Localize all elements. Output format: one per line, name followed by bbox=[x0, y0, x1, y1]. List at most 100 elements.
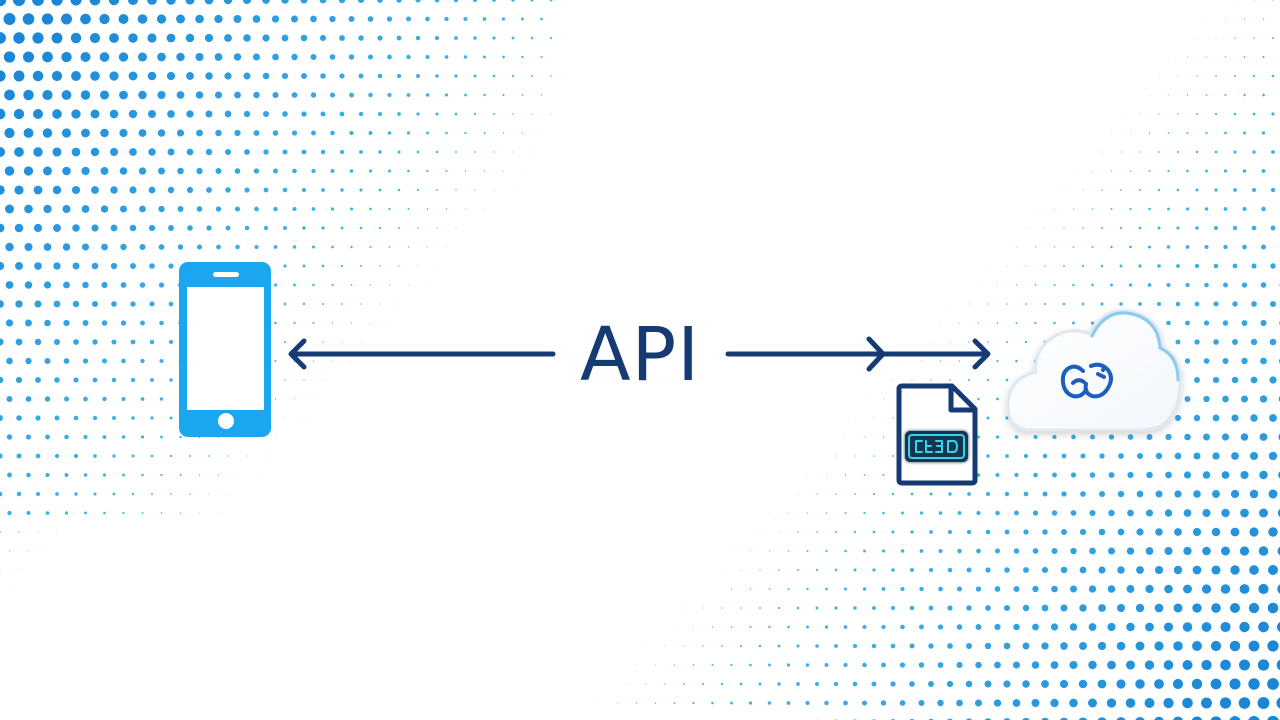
halftone-dot bbox=[1136, 452, 1144, 460]
halftone-dot bbox=[233, 15, 242, 23]
halftone-dot bbox=[283, 264, 287, 268]
halftone-dot bbox=[350, 284, 353, 286]
halftone-dot bbox=[1129, 207, 1132, 211]
halftone-dot bbox=[1025, 265, 1027, 267]
halftone-dot bbox=[1044, 265, 1046, 267]
halftone-dot bbox=[185, 0, 195, 5]
halftone-dot bbox=[1097, 641, 1107, 651]
halftone-dot bbox=[454, 74, 458, 78]
halftone-dot bbox=[252, 15, 261, 23]
halftone-dot bbox=[263, 225, 269, 231]
halftone-dot bbox=[234, 206, 241, 212]
halftone-dot bbox=[242, 0, 252, 5]
halftone-dot bbox=[1272, 0, 1274, 1]
halftone-dot bbox=[1003, 642, 1011, 650]
halftone-dot bbox=[205, 72, 213, 80]
halftone-dot bbox=[1088, 698, 1097, 708]
halftone-dot bbox=[910, 568, 914, 572]
halftone-dot bbox=[635, 702, 638, 704]
halftone-dot bbox=[1221, 508, 1230, 518]
halftone-dot bbox=[1136, 528, 1144, 536]
halftone-dot bbox=[1098, 604, 1106, 612]
halftone-dot bbox=[6, 434, 13, 440]
halftone-dot bbox=[530, 36, 534, 40]
halftone-dot bbox=[1239, 621, 1250, 633]
halftone-dot bbox=[797, 569, 799, 571]
halftone-dot bbox=[1183, 546, 1192, 556]
halftone-dot bbox=[995, 435, 1000, 439]
halftone-dot bbox=[426, 131, 429, 135]
halftone-dot bbox=[1127, 434, 1134, 440]
halftone-dot bbox=[148, 224, 156, 232]
halftone-dot bbox=[892, 379, 894, 381]
halftone-dot bbox=[1163, 622, 1174, 632]
halftone-dot bbox=[388, 246, 391, 248]
halftone-dot bbox=[341, 379, 343, 381]
halftone-dot bbox=[1223, 244, 1228, 250]
halftone-dot bbox=[9, 588, 10, 590]
halftone-dot bbox=[291, 53, 298, 61]
halftone-dot bbox=[863, 549, 866, 553]
halftone-dot bbox=[387, 131, 392, 135]
halftone-dot bbox=[312, 360, 315, 362]
halftone-dot bbox=[1110, 208, 1113, 210]
halftone-dot bbox=[25, 357, 32, 365]
halftone-dot bbox=[73, 339, 79, 345]
halftone-dot bbox=[1252, 112, 1256, 116]
halftone-dot bbox=[1269, 376, 1277, 384]
halftone-dot bbox=[1006, 265, 1008, 267]
halftone-dot bbox=[1107, 547, 1116, 555]
halftone-dot bbox=[1164, 547, 1173, 555]
halftone-dot bbox=[293, 398, 296, 400]
halftone-dot bbox=[1146, 434, 1153, 440]
halftone-dot bbox=[1120, 189, 1122, 191]
halftone-dot bbox=[740, 607, 742, 609]
halftone-dot bbox=[350, 245, 353, 249]
halftone-dot bbox=[13, 108, 25, 120]
halftone-dot bbox=[541, 132, 542, 134]
halftone-dot bbox=[1023, 453, 1029, 459]
halftone-dot bbox=[108, 0, 120, 6]
halftone-dot bbox=[406, 16, 411, 22]
halftone-dot bbox=[900, 624, 905, 630]
halftone-dot bbox=[825, 549, 828, 553]
halftone-dot bbox=[26, 511, 31, 515]
halftone-dot bbox=[984, 680, 992, 688]
halftone-dot bbox=[141, 473, 144, 477]
halftone-dot bbox=[1089, 547, 1096, 555]
halftone-dot bbox=[1252, 150, 1256, 154]
halftone-dot bbox=[253, 91, 260, 99]
halftone-dot bbox=[417, 265, 419, 267]
halftone-dot bbox=[1223, 207, 1228, 211]
halftone-dot bbox=[23, 128, 34, 138]
halftone-dot bbox=[158, 244, 165, 250]
halftone-dot bbox=[958, 360, 961, 362]
halftone-dot bbox=[777, 682, 781, 686]
halftone-dot bbox=[1251, 225, 1257, 231]
halftone-dot bbox=[272, 130, 279, 136]
halftone-dot bbox=[112, 454, 116, 458]
halftone-dot bbox=[871, 681, 877, 687]
halftone-dot bbox=[273, 206, 278, 212]
halftone-dot bbox=[53, 300, 61, 308]
halftone-dot bbox=[1101, 227, 1103, 229]
halftone-dot bbox=[73, 415, 79, 421]
halftone-dot bbox=[1072, 208, 1075, 210]
halftone-dot bbox=[730, 663, 733, 667]
halftone-dot bbox=[198, 474, 201, 476]
halftone-dot bbox=[340, 226, 344, 230]
halftone-dot bbox=[83, 473, 88, 477]
halftone-dot bbox=[873, 455, 875, 457]
halftone-dot bbox=[1201, 659, 1212, 671]
halftone-dot bbox=[654, 664, 657, 666]
halftone-dot bbox=[844, 512, 847, 514]
halftone-dot bbox=[455, 227, 457, 229]
halftone-dot bbox=[1195, 150, 1199, 154]
halftone-dot bbox=[122, 473, 125, 477]
halftone-dot bbox=[1088, 660, 1097, 670]
halftone-dot bbox=[338, 0, 346, 4]
halftone-dot bbox=[282, 149, 288, 155]
halftone-dot bbox=[778, 569, 780, 571]
halftone-dot bbox=[92, 377, 98, 383]
halftone-dot bbox=[758, 644, 762, 648]
